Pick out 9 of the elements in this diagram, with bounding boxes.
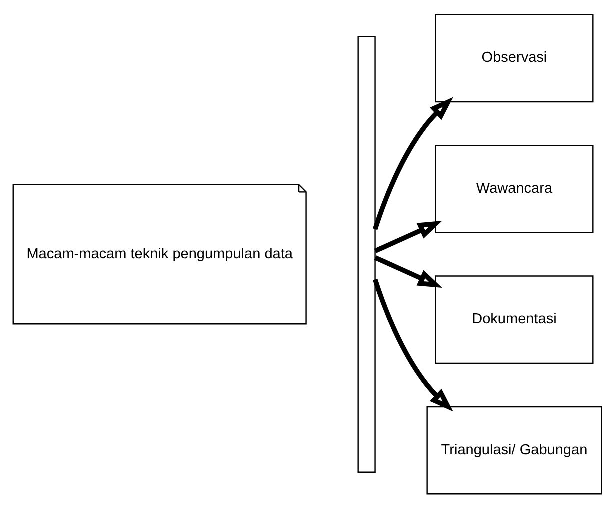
arrow xyxy=(374,221,442,254)
node-box: Triangulasi/ Gabungan xyxy=(426,406,602,495)
arrow xyxy=(373,97,454,230)
node-box: Observasi xyxy=(435,14,594,103)
node-box: Dokumentasi xyxy=(435,276,594,364)
arrow xyxy=(373,278,454,412)
node-box: Wawancara xyxy=(435,144,594,234)
node-bar xyxy=(358,36,376,473)
arrow xyxy=(374,256,442,288)
